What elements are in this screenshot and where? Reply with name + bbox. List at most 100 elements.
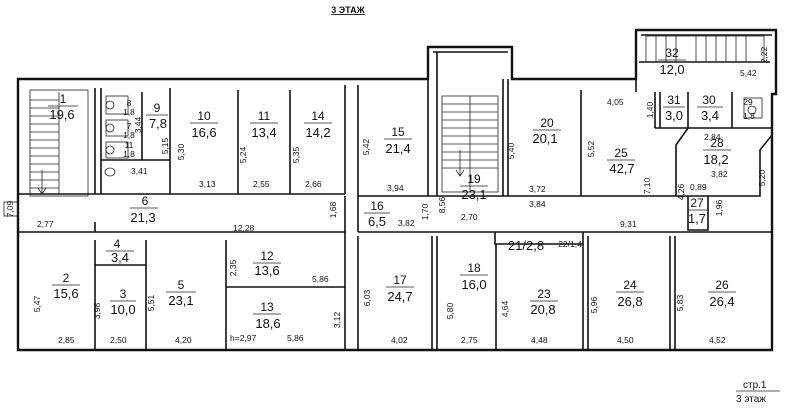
dim-label: 4,20 — [175, 335, 192, 345]
room-25: 25 42,7 — [607, 146, 635, 176]
room-area: 16,0 — [461, 277, 486, 292]
dim-label: 3,94 — [387, 183, 404, 193]
dim-label: 6,03 — [362, 289, 372, 306]
room-32: 32 12,0 — [658, 46, 686, 77]
room-number: 6 — [142, 194, 149, 208]
dim-label: 3,44 — [133, 116, 143, 133]
room-area: 18,2 — [703, 152, 728, 167]
page-footer: стр.1 3 этаж — [736, 380, 780, 405]
room-number: 3 — [120, 287, 127, 301]
room-number: 7 — [127, 121, 132, 131]
dim-label: 2,55 — [253, 179, 270, 189]
dim-label: 9,31 — [620, 219, 637, 229]
dim-label: 3,72 — [529, 184, 546, 194]
room-area: 14,2 — [305, 125, 330, 140]
partition-wall — [431, 236, 438, 350]
dim-label: 8,56 — [437, 196, 447, 213]
room-28: 28 18,2 — [703, 136, 731, 167]
dim-label: 2,66 — [305, 179, 322, 189]
room-number: 8 — [127, 98, 132, 108]
dim-label: 3,82 — [398, 218, 415, 228]
room-area: 7,8 — [149, 116, 167, 131]
room-number: 19 — [467, 172, 481, 186]
room-number: 32 — [665, 46, 679, 60]
room-number: 28 — [710, 136, 724, 150]
room-number: 11 — [125, 140, 134, 150]
dim-label: 5,15 — [160, 137, 170, 154]
dim-label: 5,24 — [238, 146, 248, 163]
dim-label: 5,86 — [287, 333, 304, 343]
room-4: 4 3,4 — [106, 237, 134, 265]
dim-label: 2,84 — [704, 132, 721, 142]
room-area: 12,0 — [659, 62, 684, 77]
room-7: 7 1,8 — [123, 121, 135, 140]
staircase-central — [441, 95, 499, 193]
dim-label: 5,40 — [506, 142, 516, 159]
dim-label: 1,68 — [328, 201, 338, 218]
entrance-block — [3, 201, 19, 217]
exterior-wall — [16, 28, 778, 352]
room-number: 11 — [258, 109, 271, 123]
room-area: 24,7 — [387, 289, 412, 304]
room-area: 26,8 — [617, 294, 642, 309]
room-20: 20 20,1 — [532, 116, 561, 146]
dim-label: 5,80 — [445, 302, 455, 319]
dimension-labels: 7,09 2,77 5,47 2,85 3,98 2,50 5,51 4,20 … — [5, 46, 769, 345]
room-number: 10 — [197, 109, 211, 123]
room-area: 23,1 — [168, 293, 193, 308]
dim-label: 5,83 — [675, 294, 685, 311]
room-22-label: 22/1,4 — [558, 239, 582, 249]
room-27: 27 1,7 — [688, 196, 708, 226]
room-11-wc: 11 1,8 — [123, 140, 135, 159]
room-area: 1,8 — [123, 130, 135, 140]
dim-label: 3,41 — [131, 166, 148, 176]
room-number: 27 — [690, 196, 704, 210]
room-area: 42,7 — [609, 161, 634, 176]
partition-wall — [344, 232, 359, 350]
room-area: 3,0 — [665, 108, 683, 123]
room-number: 16 — [370, 199, 384, 213]
room-area: 3,4 — [701, 108, 719, 123]
dim-label: 3,98 — [92, 302, 102, 319]
page-floor-label: 3 этаж — [736, 394, 766, 405]
room-area: 20,1 — [532, 131, 557, 146]
room-6: 6 21,3 — [130, 194, 158, 225]
dim-label: 2,85 — [58, 335, 75, 345]
room-11: 11 13,4 — [250, 109, 278, 140]
dim-label: 4,48 — [531, 335, 548, 345]
dim-label: 3,82 — [711, 169, 728, 179]
partition-wall — [676, 134, 773, 197]
dim-label: 1,40 — [645, 101, 655, 118]
room-number: 17 — [393, 273, 407, 287]
corridor-wall-north — [18, 193, 676, 197]
partition-wall — [675, 127, 689, 196]
room-17: 17 24,7 — [386, 273, 414, 304]
room-5: 5 23,1 — [166, 278, 196, 308]
dim-label: 2,22 — [759, 46, 769, 63]
dim-label: 3,13 — [199, 179, 216, 189]
dim-label: 5,52 — [586, 140, 596, 157]
dim-label: 7,09 — [5, 200, 15, 217]
room-3: 3 10,0 — [110, 287, 136, 317]
room-16: 16 6,5 — [364, 199, 390, 229]
room-number: 18 — [467, 261, 481, 275]
dim-label: 2,50 — [110, 335, 127, 345]
room-number: 12 — [260, 249, 274, 263]
room-14: 14 14,2 — [304, 109, 332, 140]
room-area: 18,6 — [255, 316, 280, 331]
partition-wall — [344, 196, 359, 232]
dim-label: 5,35 — [291, 146, 301, 163]
dim-label: 4,26 — [676, 183, 686, 200]
dim-label: 0,89 — [690, 182, 707, 192]
dim-label: 4,52 — [709, 335, 726, 345]
room-number: 31 — [667, 93, 681, 107]
room-8: 8 1,8 — [123, 98, 135, 117]
dim-label: 4,64 — [500, 300, 510, 317]
staircase-northeast — [645, 35, 765, 63]
room-area: 6,5 — [368, 214, 386, 229]
room-18: 18 16,0 — [460, 261, 488, 292]
dim-label: 2,77 — [37, 219, 54, 229]
room-area: 13,4 — [251, 125, 276, 140]
room-number: 24 — [623, 278, 637, 292]
